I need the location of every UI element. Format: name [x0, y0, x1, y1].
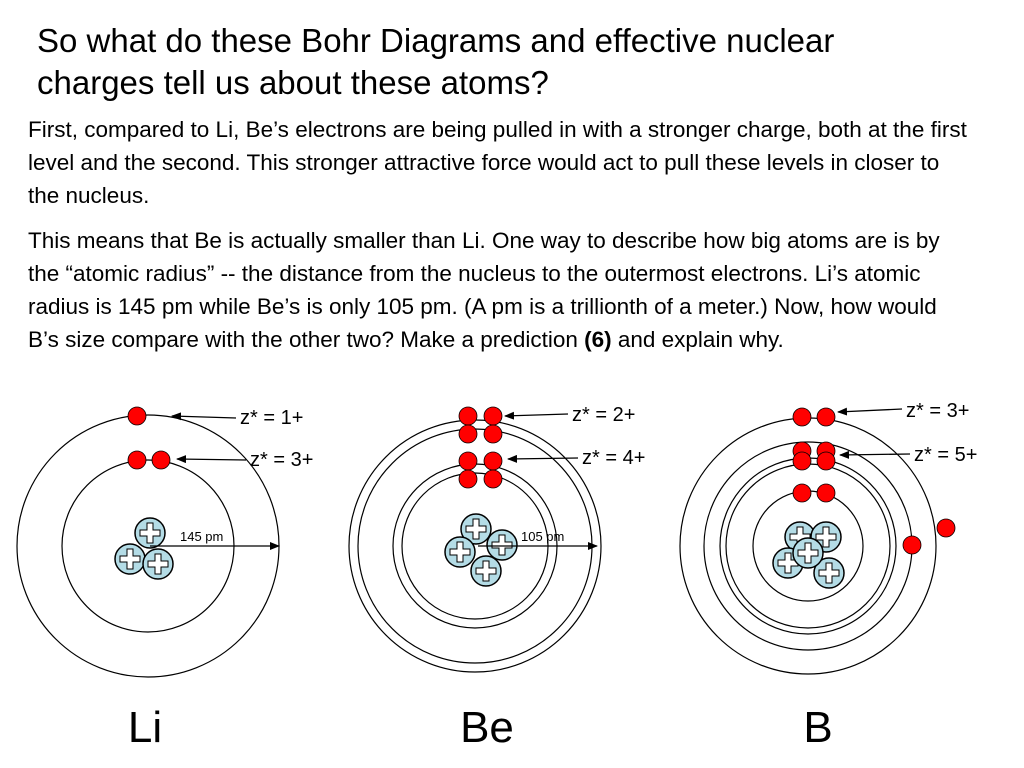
b-electron	[816, 407, 836, 427]
be-inner-zeff-label: z* = 4+	[582, 447, 645, 469]
b-inner-zeff-label: z* = 5+	[914, 444, 977, 466]
b-electron	[816, 451, 836, 471]
be-electron	[458, 424, 478, 444]
b-nucleus	[772, 521, 845, 589]
li-nucleus	[114, 517, 174, 580]
be-symbol: Be	[460, 703, 514, 752]
b-outer-zeff-label: z* = 3+	[906, 400, 969, 422]
li-atom: z* = 1+ z* = 3+ 145 pm Li	[16, 406, 313, 752]
question-number: (6)	[584, 327, 612, 352]
li-inner-arrow	[176, 455, 247, 464]
li-electron	[127, 450, 147, 470]
b-symbol: B	[803, 703, 832, 752]
li-symbol: Li	[128, 703, 162, 752]
b-electron	[816, 483, 836, 503]
slide-title: So what do these Bohr Diagrams and effec…	[37, 22, 835, 101]
be-electron	[483, 469, 503, 489]
paragraph-2: This means that Be is actually smaller t…	[28, 224, 968, 356]
be-atom: z* = 2+ z* = 4+ 105 pm Be	[348, 404, 645, 752]
li-radius-label: 145 pm	[180, 529, 223, 544]
b-electron	[936, 518, 956, 538]
li-outer-arrow	[171, 412, 237, 421]
be-nucleus	[444, 513, 518, 587]
be-radius-label: 105 pm	[521, 529, 564, 544]
li-electron	[127, 406, 147, 426]
paragraph-1: First, compared to Li, Be’s electrons ar…	[28, 113, 968, 212]
b-atom: z* = 3+ z* = 5+ B	[679, 400, 977, 752]
be-electron	[458, 469, 478, 489]
b-outer-arrow	[837, 407, 903, 416]
be-electron	[458, 406, 478, 426]
b-electron	[792, 483, 812, 503]
be-electron	[458, 451, 478, 471]
be-inner-arrow	[507, 454, 579, 463]
li-electron	[151, 450, 171, 470]
b-electron	[792, 407, 812, 427]
paragraph-1-part-a: First, compared to Li, Be’s electrons ar…	[28, 117, 967, 175]
b-electron	[792, 451, 812, 471]
be-outer-arrow	[504, 411, 569, 420]
paragraph-2-part-a: This means that Be is actually smaller t…	[28, 228, 940, 286]
paragraph-2-part-b: Li’s atomic radius is 145 pm while Be’s …	[28, 261, 921, 319]
paragraph-2-part-c: Now, how would B’s size compare with the…	[28, 294, 937, 352]
be-outer-zeff-label: z* = 2+	[572, 404, 635, 426]
b-electron	[902, 535, 922, 555]
be-electron	[483, 451, 503, 471]
be-electron	[483, 424, 503, 444]
b-inner-arrow	[839, 450, 911, 459]
paragraph-1-part-b: This stronger attractive force would act…	[28, 150, 940, 208]
bohr-diagrams: z* = 1+ z* = 3+ 145 pm Li z* = 2+ z* = 4…	[16, 400, 977, 752]
li-outer-zeff-label: z* = 1+	[240, 407, 303, 429]
paragraph-2-part-d: and explain why.	[611, 327, 784, 352]
be-electron	[483, 406, 503, 426]
li-inner-zeff-label: z* = 3+	[250, 449, 313, 471]
